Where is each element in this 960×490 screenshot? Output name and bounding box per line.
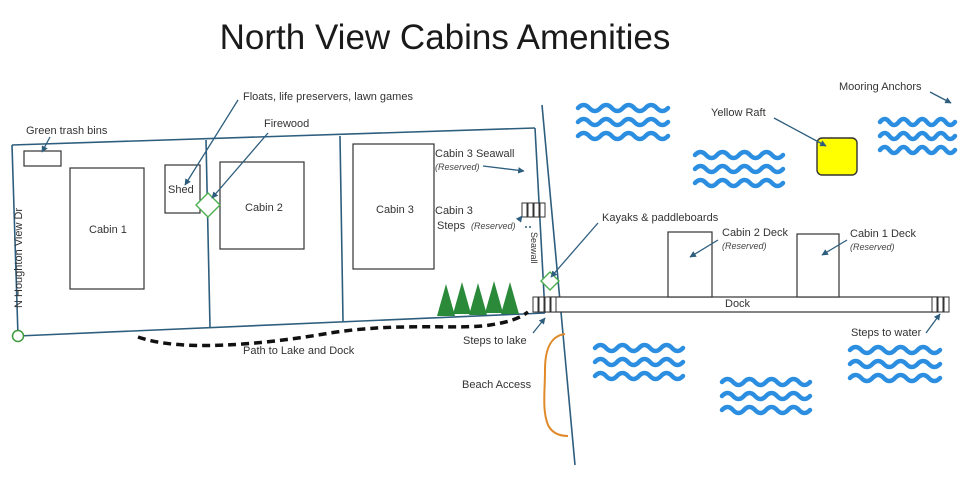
property-lines [11, 104, 576, 466]
yellow-raft-icon [816, 137, 858, 176]
cabin-3-steps-reserved: (Reserved) [471, 221, 516, 231]
seawall-label: Seawall [529, 232, 539, 264]
cabin-2-building [219, 161, 305, 250]
wave-line [719, 376, 813, 388]
yellow-raft-label: Yellow Raft [711, 107, 766, 119]
cabin-1-building [69, 167, 145, 290]
trash-bins-label: Green trash bins [26, 125, 108, 137]
floats-label: Floats, life preservers, lawn games [243, 91, 413, 103]
wave-line [719, 404, 813, 416]
road-label: N Houghton View Dr [13, 207, 25, 308]
cabin-3-seawall-label: Cabin 3 Seawall [435, 148, 515, 160]
pointer-arrows [41, 91, 952, 334]
wave-line [575, 116, 671, 128]
wave-line [847, 344, 943, 356]
cabin-2-deck-reserved: (Reserved) [722, 241, 767, 251]
mooring-anchors-label: Mooring Anchors [839, 81, 922, 93]
cabin-3-seawall-reserved: (Reserved) [435, 162, 480, 172]
water-waves [575, 102, 958, 416]
path-label: Path to Lake and Dock [243, 345, 355, 357]
shed-building [164, 164, 201, 214]
cabin-1-deck [796, 233, 840, 298]
dock-label: Dock [725, 298, 751, 310]
wave-line [575, 130, 671, 142]
wave-line [692, 149, 786, 161]
wave-line [692, 177, 786, 189]
cabin-1-deck-reserved: (Reserved) [850, 242, 895, 252]
trash-bins-box [23, 150, 62, 167]
wave-line [592, 356, 686, 368]
path-to-lake-line [137, 310, 530, 348]
wave-line [692, 163, 786, 175]
beach-access-label: Beach Access [462, 379, 532, 391]
cabin-2-label: Cabin 2 [245, 202, 283, 214]
trees-icon [437, 281, 519, 316]
cabin-3-steps-label: Cabin 3 [435, 205, 473, 217]
cabin-3-label: Cabin 3 [376, 204, 414, 216]
beach-access-outline [543, 333, 569, 437]
firewood-label: Firewood [264, 118, 310, 130]
wave-line [847, 358, 943, 370]
steps-to-water-label: Steps to water [851, 327, 922, 339]
kayaks-label: Kayaks & paddleboards [602, 212, 719, 224]
cabin-1-deck-label: Cabin 1 Deck [850, 228, 917, 240]
cabin-1-label: Cabin 1 [89, 224, 127, 236]
wave-line [877, 144, 958, 156]
steps-to-lake-icon [532, 296, 557, 313]
page-title: North View Cabins Amenities [219, 18, 671, 57]
wave-line [592, 370, 686, 382]
shed-label: Shed [168, 184, 194, 196]
wave-line [877, 130, 958, 142]
wave-line [719, 390, 813, 402]
wave-line [847, 372, 943, 384]
steps-to-lake-label: Steps to lake [463, 335, 527, 347]
cabin-3-steps-label-2: Steps [437, 220, 466, 232]
cabin-3-steps-icon [521, 202, 546, 218]
wave-line [575, 102, 671, 114]
cabin-3-building [352, 143, 435, 270]
steps-to-water-icon [931, 296, 950, 313]
road-marker [11, 329, 25, 343]
cabin-2-deck [667, 231, 713, 298]
wave-line [592, 342, 686, 354]
firewood-diamond-icon [195, 192, 221, 218]
wave-line [877, 116, 958, 128]
cabin-2-deck-label: Cabin 2 Deck [722, 227, 789, 239]
